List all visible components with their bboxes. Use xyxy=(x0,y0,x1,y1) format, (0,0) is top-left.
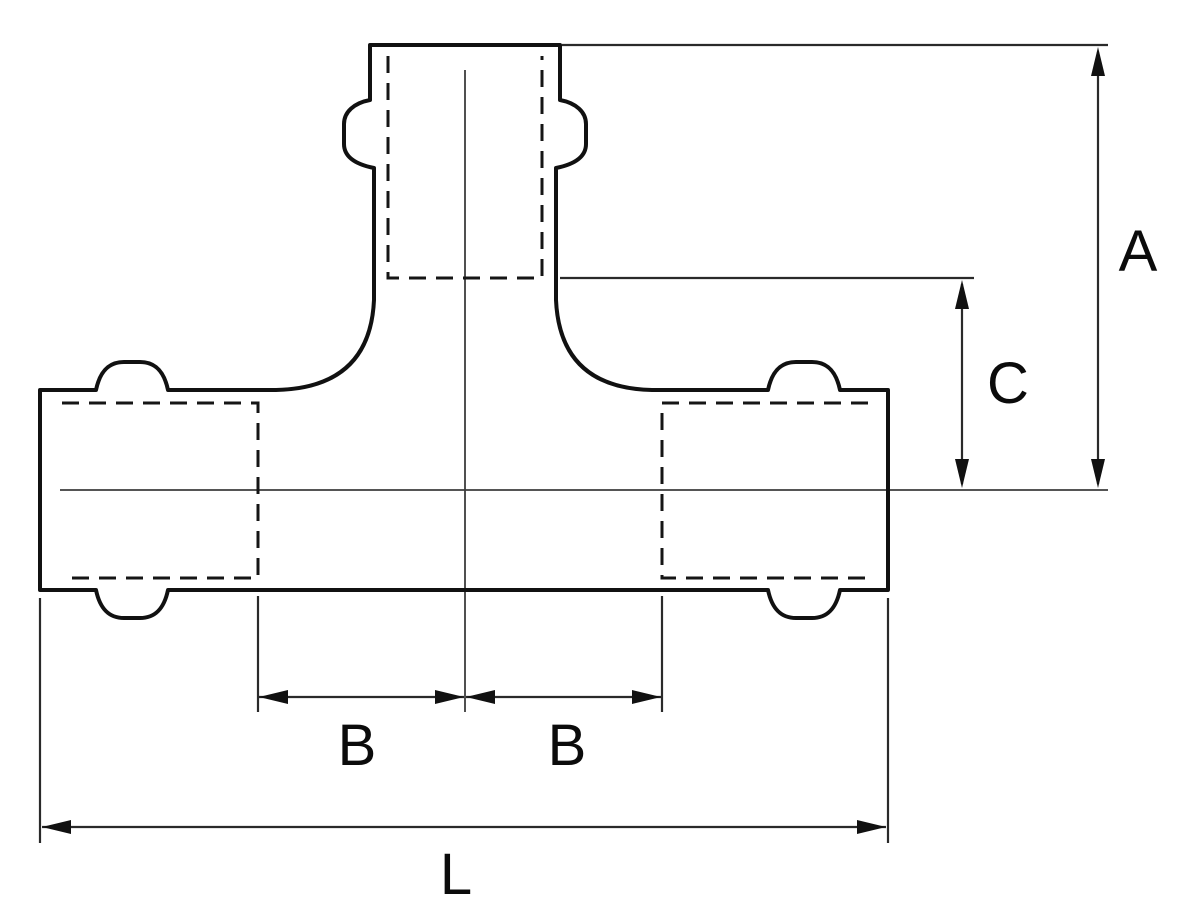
dimension-c-label: C xyxy=(987,351,1029,416)
dimension-c-arrow-down xyxy=(955,459,969,488)
dimension-b-right: B xyxy=(466,596,664,778)
dimension-l-label: L xyxy=(440,842,472,907)
top-socket-dashed-line xyxy=(386,56,544,280)
tee-fitting-outline xyxy=(38,43,890,620)
centerlines xyxy=(60,70,1108,712)
dimension-c-arrow-up xyxy=(955,280,969,309)
dimension-a-label: A xyxy=(1119,219,1158,284)
dimension-b-right-arrow-left xyxy=(466,690,495,704)
dimension-b-left: B xyxy=(256,596,464,778)
dimension-l-arrow-left xyxy=(42,820,71,834)
left-socket-dashed-line xyxy=(62,401,260,580)
dimension-a-arrow-up xyxy=(1091,47,1105,76)
dimension-b-right-label: B xyxy=(548,713,587,778)
dimension-c: C xyxy=(560,276,1029,488)
dimension-b-left-label: B xyxy=(338,713,377,778)
dimension-a-arrow-down xyxy=(1091,459,1105,488)
dimension-b-right-arrow-right xyxy=(632,690,661,704)
dimension-b-left-arrow-left xyxy=(259,690,288,704)
socket-hidden-lines xyxy=(62,56,868,580)
dimension-l: L xyxy=(38,598,890,907)
dimension-l-arrow-right xyxy=(857,820,886,834)
dimension-b-left-arrow-right xyxy=(435,690,464,704)
dimension-a: A xyxy=(562,43,1158,488)
